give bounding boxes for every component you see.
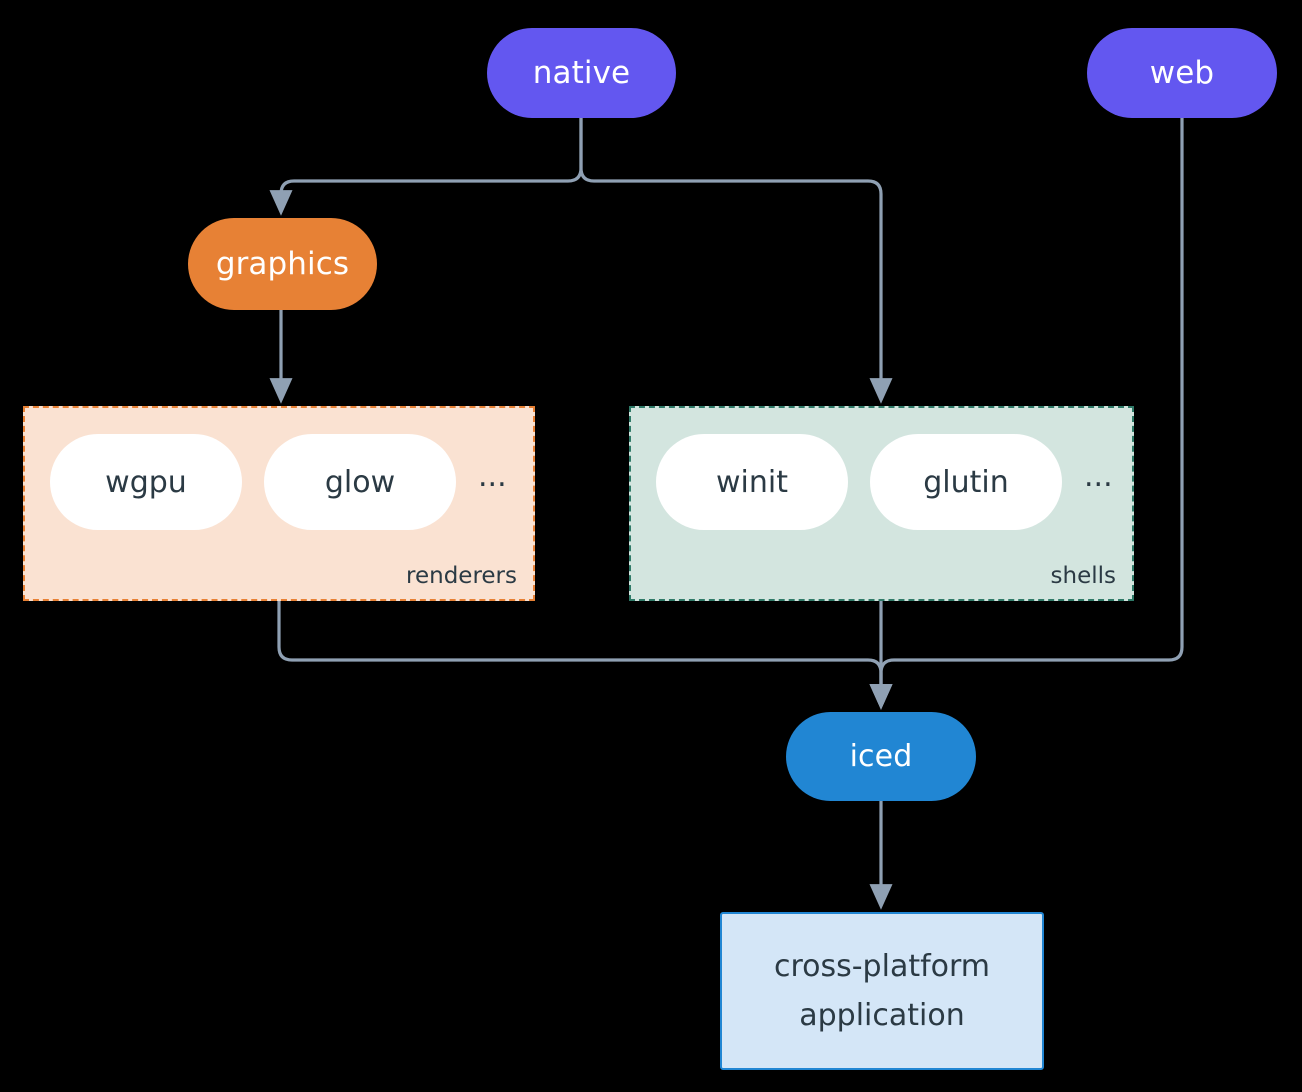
node-web-label: web <box>1149 54 1215 91</box>
shells-item-winit[interactable]: winit <box>656 434 848 530</box>
node-iced[interactable]: iced <box>786 712 976 801</box>
shells-item-glutin[interactable]: glutin <box>870 434 1062 530</box>
node-graphics-label: graphics <box>215 245 350 282</box>
node-native[interactable]: native <box>487 28 676 118</box>
cluster-renderers-label: renderers <box>406 563 517 589</box>
renderers-item-glow[interactable]: glow <box>264 434 456 530</box>
application-label-line1: cross-platform <box>773 948 991 984</box>
shells-overflow-ellipsis: ... <box>1084 459 1113 494</box>
node-native-label: native <box>532 54 631 91</box>
node-iced-label: iced <box>849 738 913 774</box>
renderers-item-wgpu[interactable]: wgpu <box>50 434 242 530</box>
node-cross-platform-application[interactable]: cross-platform application <box>720 912 1044 1070</box>
shells-item-row: winit glutin ... <box>656 434 1113 530</box>
cluster-shells[interactable]: winit glutin ... shells <box>629 406 1134 601</box>
edge-native-to-shells <box>579 116 893 404</box>
renderers-item-glow-label: glow <box>324 464 396 500</box>
edge-native-to-graphics <box>269 116 583 216</box>
shells-item-glutin-label: glutin <box>923 464 1009 500</box>
cluster-renderers[interactable]: wgpu glow ... renderers <box>23 406 535 601</box>
node-web[interactable]: web <box>1087 28 1277 118</box>
application-label-line2: application <box>799 998 965 1033</box>
node-graphics[interactable]: graphics <box>188 218 377 310</box>
renderers-overflow-ellipsis: ... <box>478 459 507 494</box>
shells-item-winit-label: winit <box>716 464 788 500</box>
renderers-item-row: wgpu glow ... <box>50 434 507 530</box>
cluster-shells-label: shells <box>1050 563 1116 589</box>
edge-renderers-to-iced <box>277 599 893 710</box>
renderers-item-wgpu-label: wgpu <box>105 464 187 500</box>
